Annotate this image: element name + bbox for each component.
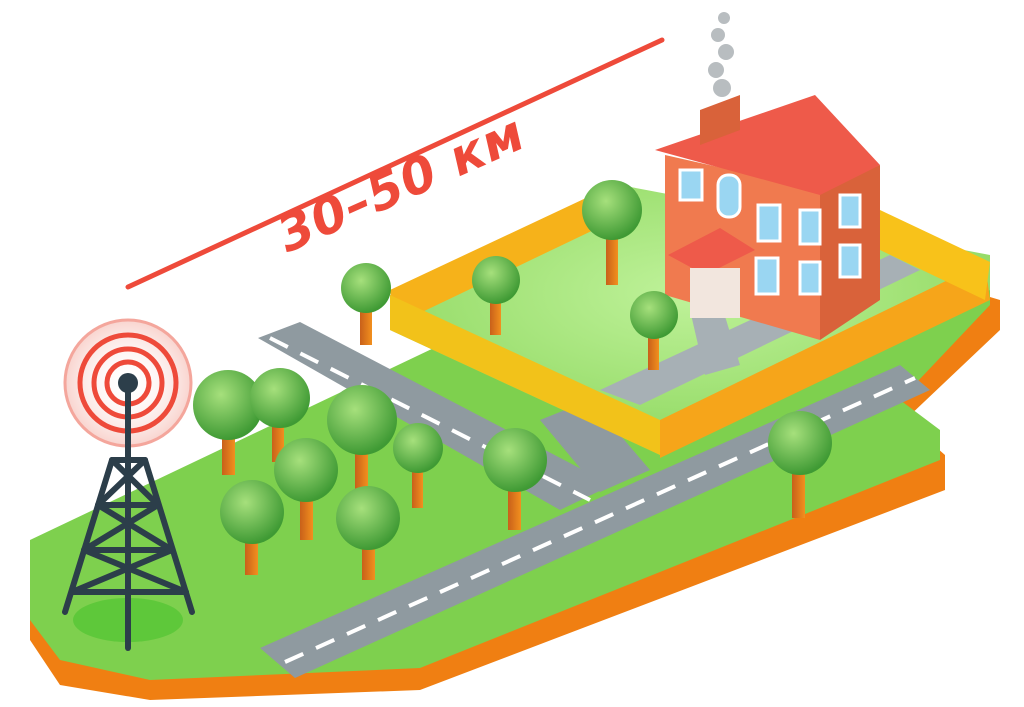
distance-line — [125, 37, 665, 290]
tree — [393, 423, 443, 508]
tree — [336, 486, 400, 580]
smoke — [708, 12, 734, 97]
radio-tower — [62, 373, 195, 651]
tree — [483, 428, 547, 530]
tree — [341, 263, 391, 345]
trees — [193, 180, 832, 580]
tree — [630, 291, 678, 370]
chimney — [700, 95, 740, 145]
tree — [193, 370, 263, 475]
tree — [472, 256, 520, 335]
house — [655, 95, 880, 340]
tree — [327, 385, 397, 493]
fence — [390, 182, 990, 458]
tree — [582, 180, 642, 285]
tree — [274, 438, 338, 540]
tree — [768, 411, 832, 518]
tree — [220, 480, 284, 575]
